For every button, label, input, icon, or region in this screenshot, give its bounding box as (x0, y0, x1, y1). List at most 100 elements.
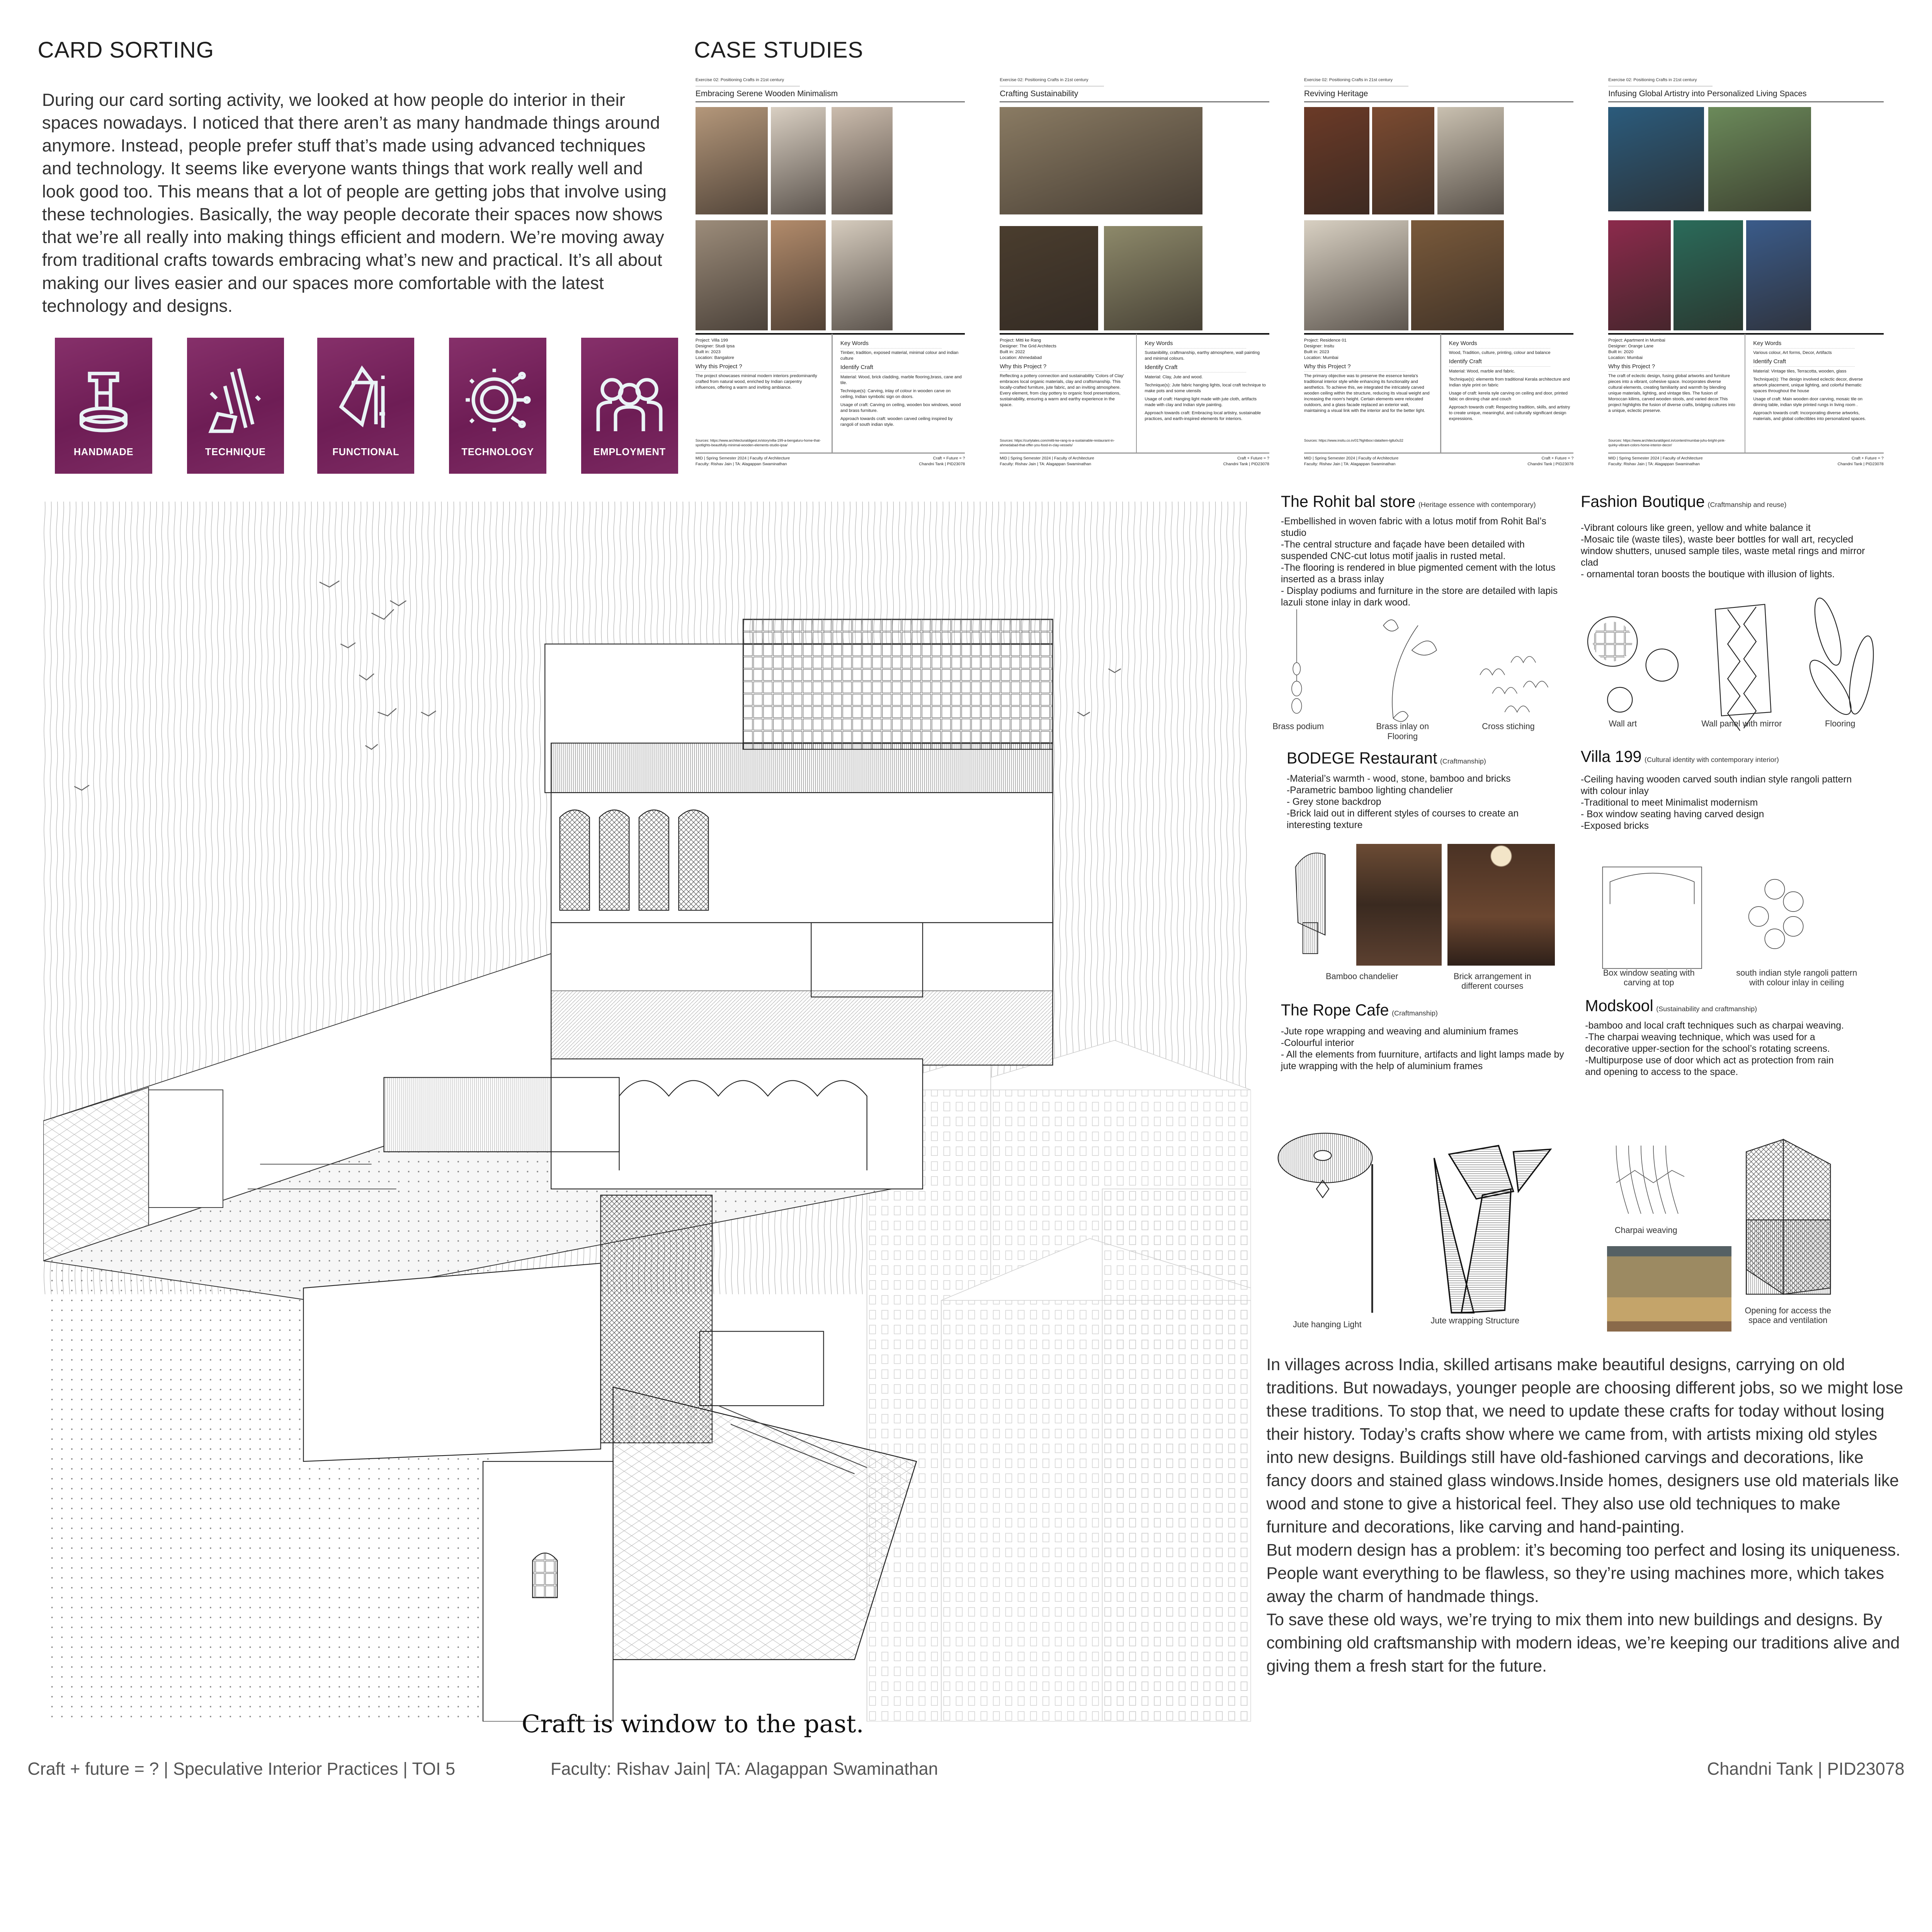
craft-approach: Approach towards craft: Incorporating di… (1753, 410, 1866, 421)
panel-rule (1608, 333, 1884, 335)
craft-heading: Identify Craft (1145, 364, 1178, 371)
why-text: The craft of eclectic design, fusing glo… (1608, 374, 1735, 413)
craft-usage: Usage of craft: kerela syle carving on c… (1449, 391, 1568, 401)
panel-footer-left: MID | Spring Semester 2024 | Faculty of … (1304, 456, 1398, 467)
why-heading: Why this Project ? (1304, 363, 1351, 370)
rohit-bal-title: The Rohit bal store (1281, 492, 1416, 510)
project-built: Built in: 2023 (1304, 349, 1329, 354)
caption-jute-structure: Jute wrapping Structure (1430, 1315, 1520, 1325)
case-study-photo (1304, 107, 1369, 214)
bullet-item: -Mosaic tile (waste tiles), waste beer b… (1581, 534, 1865, 568)
jute-structure-sketch (1433, 1145, 1552, 1314)
caption-wall-art: Wall art (1609, 718, 1637, 728)
footer-line: MID | Spring Semester 2024 | Faculty of … (1304, 456, 1399, 461)
bullet-item: -Ceiling having wooden carved south indi… (1581, 774, 1852, 796)
caption-cross-stitching: Cross stiching (1482, 721, 1535, 731)
cross-stitch-sketch (1480, 656, 1549, 713)
bodege-bullets: -Material’s warmth - wood, stone, bamboo… (1287, 773, 1562, 831)
caption-wall-panel: Wall panel with mirror (1701, 718, 1782, 728)
rangoli-pattern-sketch (1748, 879, 1804, 949)
case-study-photo (1000, 226, 1099, 330)
fashion-boutique-subtitle: (Craftmanship and reuse) (1708, 500, 1787, 509)
sources: Sources: https://www.insitu.co.in/01?lig… (1304, 438, 1403, 442)
case-study-photo (832, 107, 893, 214)
caption-charpai: Charpai weaving (1614, 1225, 1677, 1235)
footer-faculty: Faculty: Rishav Jain| TA: Alagappan Swam… (550, 1759, 938, 1779)
essay-paragraph: To save these old ways, we’re trying to … (1266, 1611, 1900, 1676)
craft-material: Material: Clay, Jute and wood. (1145, 374, 1203, 379)
project-designer: Designer: Orange Lane (1608, 344, 1654, 349)
modskool-screens-photo (1607, 1246, 1731, 1332)
keywords-rule (1449, 348, 1551, 349)
caption-rangoli: south indian style rangoli pattern with … (1736, 968, 1857, 988)
project-location: Location: Mumbai (1608, 355, 1643, 360)
rope-cafe-bullets: -Jute rope wrapping and weaving and alum… (1281, 1026, 1571, 1072)
footer-line: Craft + Future = ? (933, 456, 965, 461)
footer-line: Chandni Tank | PID23078 (1223, 462, 1269, 466)
panel-footer-right: Craft + Future = ?Chandni Tank | PID2307… (1527, 456, 1573, 467)
bodege-bamboo-photo (1356, 844, 1442, 966)
panel-title-rule (1608, 101, 1884, 103)
bullet-item: - Display podiums and furniture in the s… (1281, 586, 1558, 608)
sources: Sources: https://www.architecturaldigest… (695, 438, 821, 447)
caption-box-window: Box window seating with carving at top (1603, 968, 1695, 988)
footer-line: MID | Spring Semester 2024 | Faculty of … (1000, 456, 1094, 461)
case-studies-title: CASE STUDIES (694, 37, 864, 63)
case-study-photo (1411, 220, 1504, 330)
footer-line: Faculty: Rishav Jain | TA: Alagappan Swa… (1304, 462, 1396, 466)
drawing-caption: Craft is window to the past. (521, 1709, 864, 1738)
modskool-subtitle: (Sustainability and craftmanship) (1656, 1005, 1757, 1013)
case-study-photo (1104, 226, 1203, 330)
panel-rule (695, 333, 965, 335)
rohit-bal-subtitle: (Heritage essence with contemporary) (1418, 500, 1536, 509)
bullet-item: -The central structure and façade have b… (1281, 539, 1525, 562)
card-technology: TECHNOLOGY (449, 337, 546, 474)
villa-199-subtitle: (Cultural identity with contemporary int… (1644, 755, 1779, 764)
keywords-rule (1753, 348, 1855, 349)
case-study-photo (1608, 107, 1704, 212)
central-tower (383, 619, 1053, 1190)
project-project: Project: Apartment in Mumbai (1608, 338, 1665, 343)
potters-wheel-icon (79, 372, 128, 432)
rohit-bal-section: The Rohit bal store(Heritage essence wit… (1281, 493, 1571, 609)
card-employment: EMPLOYMENT (581, 337, 678, 474)
footer-line: Chandni Tank | PID23078 (1527, 462, 1574, 466)
bullet-item: -Vibrant colours like green, yellow and … (1581, 522, 1811, 533)
card-label: TECHNIQUE (205, 446, 266, 457)
essay: In villages across India, skilled artisa… (1266, 1353, 1904, 1678)
why-heading: Why this Project ? (695, 363, 742, 370)
case-study-panel: Exercise 02: Positioning Crafts in 21st … (1000, 69, 1275, 473)
panel-footer-left: MID | Spring Semester 2024 | Faculty of … (1000, 456, 1094, 467)
card-functional: FUNCTIONAL (317, 337, 415, 474)
rohit-bal-bullets: -Embellished in woven fabric with a lotu… (1281, 516, 1571, 609)
bodege-brick-photo (1447, 844, 1555, 966)
charpai-weaving-sketch (1616, 1145, 1685, 1214)
project-built: Built in: 2023 (695, 349, 721, 354)
panel-footer-right: Craft + Future = ?Chandni Tank | PID2307… (919, 456, 965, 467)
card-sorting-title: CARD SORTING (37, 37, 214, 63)
panel-footer-rule (695, 452, 965, 454)
case-study-photo (770, 107, 826, 214)
project-built: Built in: 2022 (1000, 349, 1025, 354)
footer-line: MID | Spring Semester 2024 | Faculty of … (1608, 456, 1703, 461)
card-handmade: HANDMADE (55, 337, 152, 474)
panel-footer-right: Craft + Future = ?Chandni Tank | PID2307… (1223, 456, 1269, 467)
case-study-photo (832, 220, 893, 330)
bullet-item: - ornamental toran boosts the boutique w… (1581, 569, 1835, 580)
fashion-boutique-section: Fashion Boutique(Craftmanship and reuse)… (1581, 493, 1871, 580)
fashion-boutique-title: Fashion Boutique (1581, 492, 1705, 510)
panel-title: Reviving Heritage (1304, 89, 1368, 98)
craft-usage: Usage of craft: Carving on ceiling, wood… (840, 402, 961, 413)
drawings-layer (43, 502, 1874, 1722)
panel-footer-right: Craft + Future = ?Chandni Tank | PID2307… (1838, 456, 1884, 467)
caption-jute-light: Jute hanging Light (1293, 1319, 1362, 1329)
case-study-photo (1746, 220, 1811, 330)
footer-line: Faculty: Rishav Jain | TA: Alagappan Swa… (1608, 462, 1700, 466)
city-buildings (866, 1040, 1251, 1722)
project-location: Location: Ahmedabad (1000, 355, 1042, 360)
